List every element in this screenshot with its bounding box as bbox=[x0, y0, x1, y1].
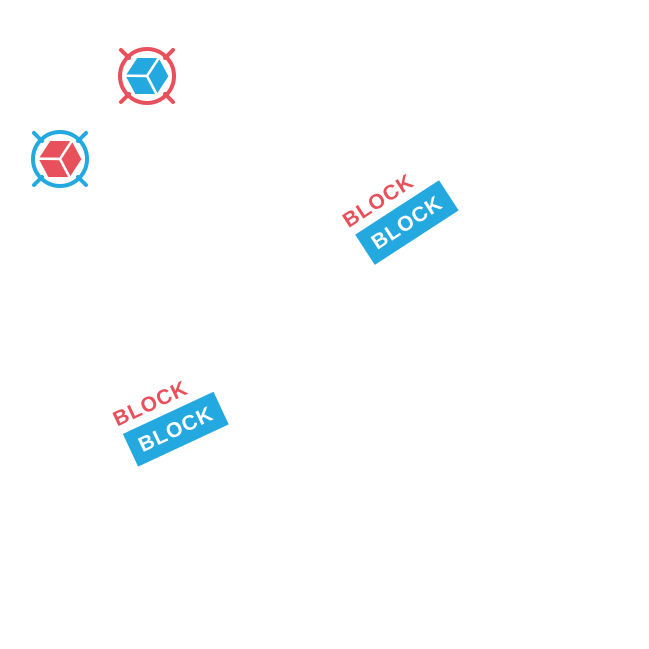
target-blue-cube[interactable] bbox=[111, 40, 183, 112]
red-cube-icon bbox=[31, 130, 89, 188]
blue-cube-icon bbox=[118, 47, 176, 105]
target-red-cube[interactable] bbox=[24, 123, 96, 195]
block-logo-1[interactable]: BLOCK BLOCK bbox=[339, 160, 462, 270]
block-logo-2[interactable]: BLOCK BLOCK bbox=[110, 366, 232, 476]
